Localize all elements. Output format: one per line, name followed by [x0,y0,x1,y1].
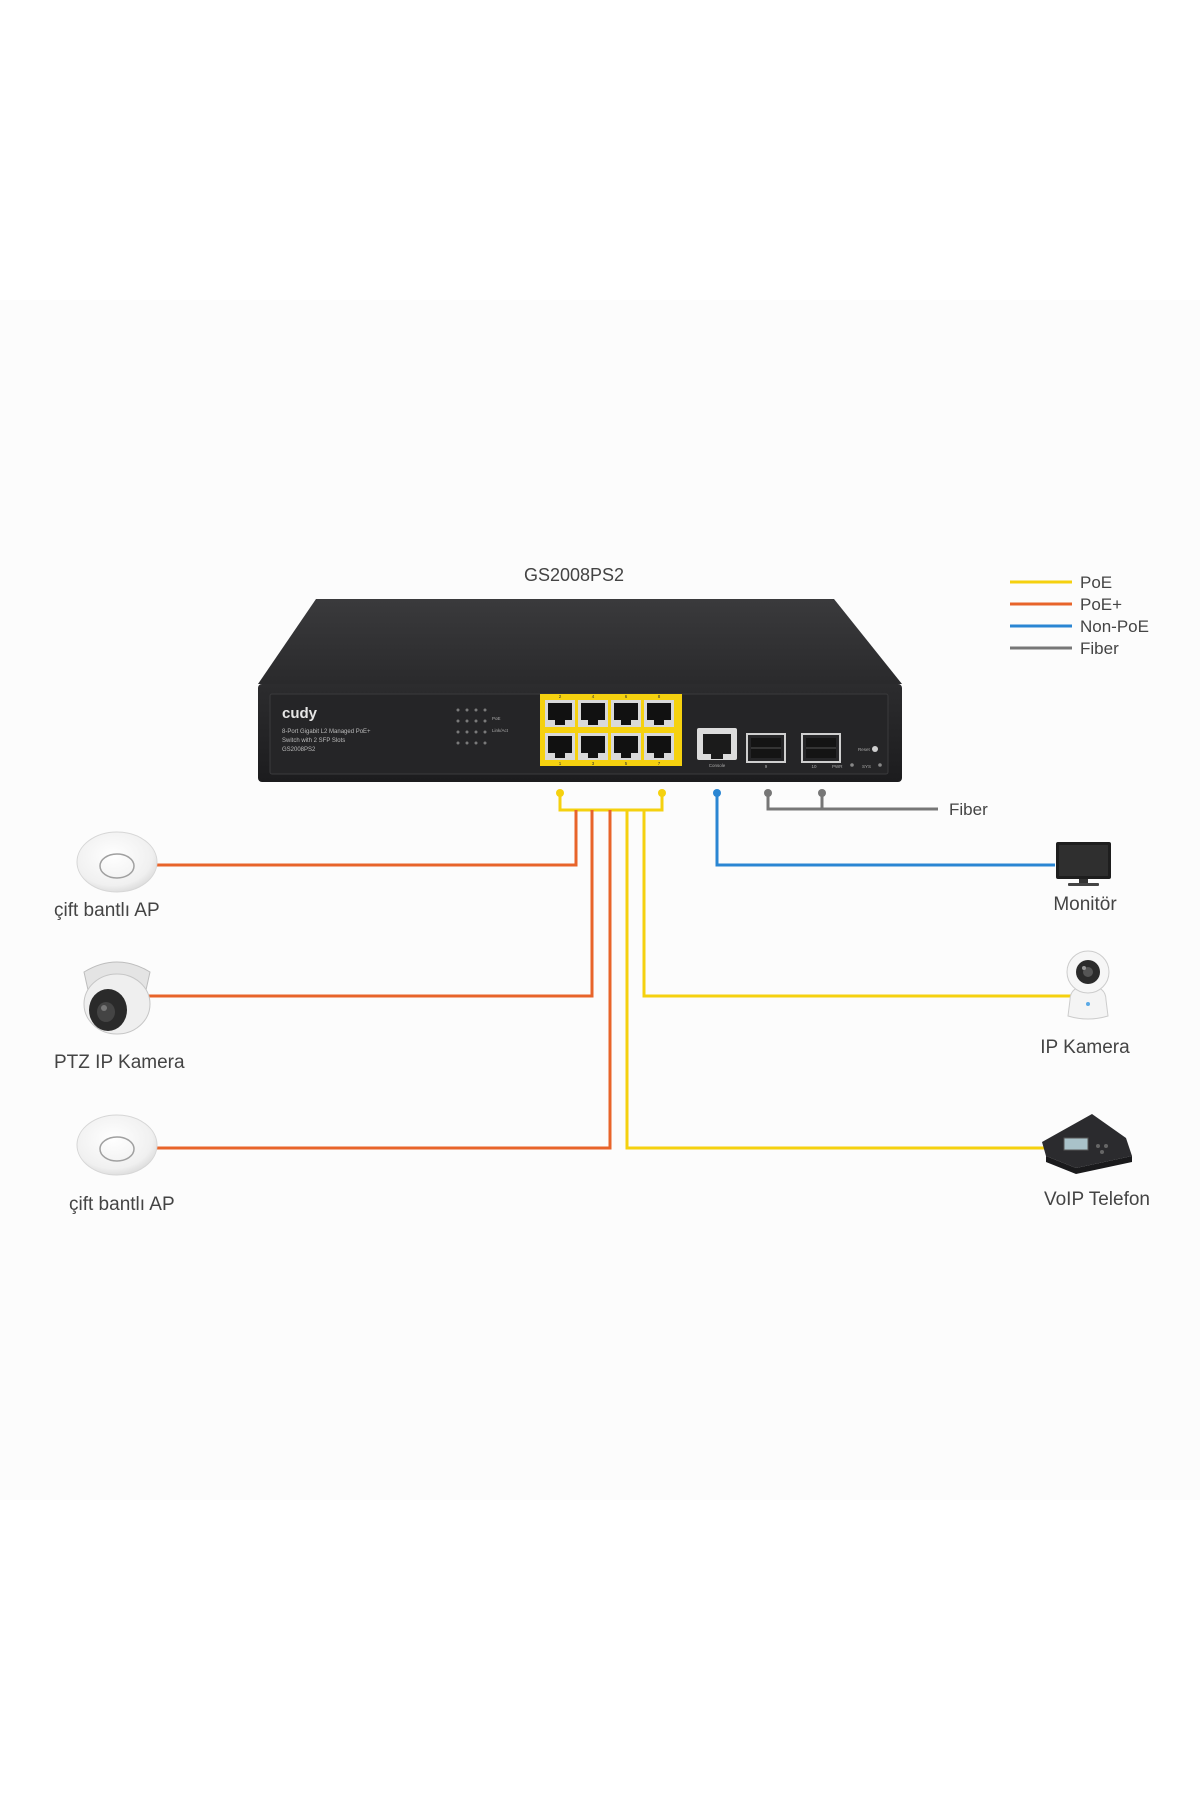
port-number-3: 3 [592,761,595,766]
fiber-connector-dot-1 [764,789,772,797]
poe-connector-dot-2 [658,789,666,797]
rj45-port [578,733,608,760]
fiber-connector-dot-2 [818,789,826,797]
legend-label-poe: PoE [1080,573,1112,592]
switch-brand-logo: cudy [282,705,318,722]
network-switch: cudy 8-Port Gigabit L2 Managed PoE+ Swit… [258,599,902,782]
switch-description-line-2: Switch with 2 SFP Slots [282,738,345,744]
rj45-port-grid [545,700,674,760]
poe-connector-dot-1 [556,789,564,797]
poe-cable-bus [558,794,664,812]
device-label-ap-1: çift bantlı AP [54,900,160,921]
conference-phone-icon [1042,1114,1132,1174]
console-label: Console [709,763,726,768]
status-led [465,730,469,734]
pwr-led [850,763,854,767]
status-led [483,741,487,745]
port-number-4: 4 [592,694,595,699]
status-led [474,741,478,745]
status-led [483,730,487,734]
led-label-poe: PoE [492,716,501,721]
access-point-icon [76,831,158,893]
switch-description-line-1: 8-Port Gigabit L2 Managed PoE+ [282,729,371,735]
switch-description-line-3: GS2008PS2 [282,747,316,753]
status-led [483,719,487,723]
status-led [456,719,460,723]
cable-to-ap-2 [155,810,612,1150]
status-led [474,708,478,712]
status-led [456,730,460,734]
device-label-monitor: Monitör [1053,894,1117,915]
port-number-7: 7 [658,761,661,766]
status-led [483,708,487,712]
led-label-link-act: Link/Act [492,728,509,733]
port-number-1: 1 [559,761,562,766]
status-led [474,719,478,723]
access-point-icon [76,1114,158,1176]
rj45-port [578,700,608,727]
sfp-slot-10 [801,733,841,763]
device-label-ptz-camera: PTZ IP Kamera [54,1052,185,1073]
device-label-ip-camera: IP Kamera [1040,1037,1130,1058]
legend-label-non-poe: Non-PoE [1080,617,1149,636]
ip-camera-icon [1066,950,1110,1020]
non-poe-connector-dot [713,789,721,797]
console-port [697,728,737,760]
port-number-8: 8 [658,694,661,699]
status-led [456,741,460,745]
cable-to-monitor [715,794,1055,867]
status-label-pwr: PWR [832,764,843,769]
reset-label: Reset [858,747,871,752]
fiber-label: Fiber [949,800,988,819]
rj45-port [644,700,674,727]
cable-to-ip-camera [642,810,1072,998]
status-led [465,741,469,745]
sys-led [878,763,882,767]
status-led [465,708,469,712]
rj45-port [611,700,641,727]
status-led [465,719,469,723]
diagram-background [0,300,1200,1500]
sfp-label-10: 10 [811,764,817,769]
rj45-port [644,733,674,760]
port-number-6: 6 [625,694,628,699]
status-led [474,730,478,734]
rj45-port [611,733,641,760]
switch-led-array [456,708,487,745]
legend-label-poe-plus: PoE+ [1080,595,1122,614]
switch-model-title: GS2008PS2 [524,565,624,585]
cables [148,794,1072,1150]
rj45-port [545,700,575,727]
fiber-cable-9 [766,794,938,811]
cable-to-ptz-camera [148,810,594,998]
cable-to-voip-phone [625,810,1052,1150]
monitor-icon [1056,842,1111,886]
status-led [456,708,460,712]
device-label-ap-2: çift bantlı AP [69,1194,175,1215]
cable-to-ap-1 [155,810,578,867]
device-label-voip-phone: VoIP Telefon [1044,1189,1150,1210]
dome-camera-icon [83,961,151,1035]
status-label-sys: SYS [862,764,871,769]
rj45-port [545,733,575,760]
switch-top-surface [258,599,902,684]
reset-button [872,746,878,752]
port-number-2: 2 [559,694,562,699]
port-number-5: 5 [625,761,628,766]
sfp-slot-9 [746,733,786,763]
cable-connector-dots [556,789,826,797]
legend: PoE PoE+ Non-PoE Fiber [1010,573,1149,658]
sfp-label-9: 9 [765,764,768,769]
legend-label-fiber: Fiber [1080,639,1119,658]
